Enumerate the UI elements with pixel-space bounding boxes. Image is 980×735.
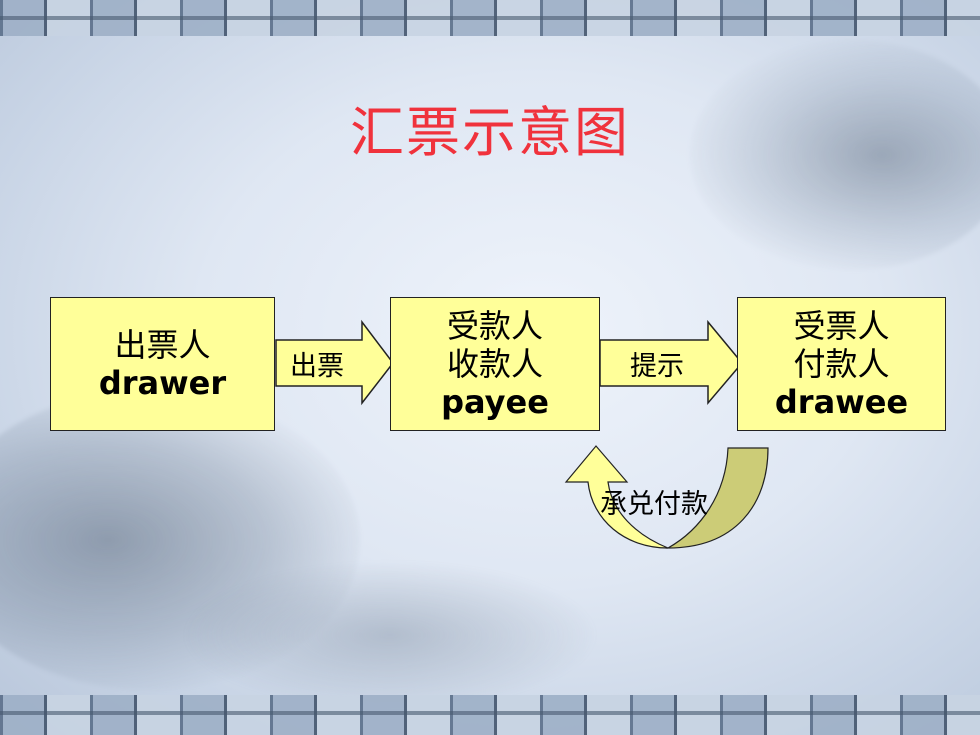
drawee-label-cn-1: 受票人 xyxy=(793,307,890,345)
drawee-label-en: drawee xyxy=(774,383,909,421)
payee-label-en: payee xyxy=(441,383,549,421)
great-wall-illustration-right xyxy=(690,40,980,270)
issue-arrow-label: 出票 xyxy=(290,351,344,382)
payee-label-cn-1: 受款人 xyxy=(446,307,543,345)
slide-title: 汇票示意图 xyxy=(350,101,630,164)
present-arrow xyxy=(599,319,743,406)
payee-box: 受款人 收款人 payee xyxy=(390,297,600,431)
accept-pay-curved-arrow-back xyxy=(665,447,769,549)
present-arrow-label: 提示 xyxy=(630,351,684,382)
drawer-label-cn: 出票人 xyxy=(114,326,211,364)
accept-pay-curved-arrow xyxy=(564,445,669,549)
bottom-decorative-border xyxy=(0,695,980,735)
issue-arrow xyxy=(275,319,394,406)
drawer-label-en: drawer xyxy=(98,364,227,402)
payee-label-cn-2: 收款人 xyxy=(446,345,543,383)
drawee-label-cn-2: 付款人 xyxy=(793,345,890,383)
accept-pay-label: 承兑付款 xyxy=(600,489,708,520)
drawee-box: 受票人 付款人 drawee xyxy=(737,297,946,431)
great-wall-illustration-bottom xyxy=(180,560,600,710)
great-wall-illustration-left xyxy=(0,390,360,690)
top-decorative-border xyxy=(0,0,980,36)
drawer-box: 出票人 drawer xyxy=(50,297,275,431)
